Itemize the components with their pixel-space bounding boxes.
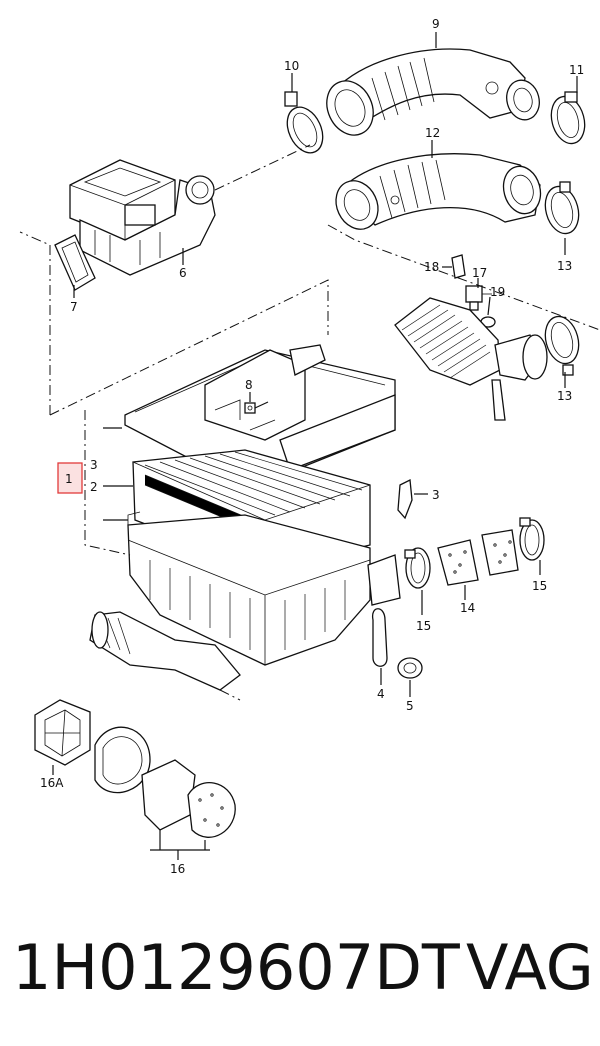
filter-housing-lower — [127, 511, 401, 666]
grommet-5 — [397, 657, 423, 679]
clamp-10 — [284, 91, 324, 154]
label-11: 11 — [569, 63, 584, 77]
brand-name: VAG — [466, 931, 594, 1004]
label-17: 17 — [472, 266, 487, 280]
clamp-11 — [550, 91, 586, 145]
intake-duct — [394, 297, 548, 421]
caption-row: 1H0129607DT VAG — [0, 918, 600, 1018]
bolt-8 — [244, 401, 269, 414]
hose-9 — [326, 48, 540, 136]
assembly-boundaries — [19, 144, 600, 701]
label-2: 2 — [90, 480, 98, 494]
label-19: 19 — [490, 285, 505, 299]
seal-4 — [372, 608, 388, 667]
valve-17-18-19 — [451, 254, 496, 328]
leader-lines — [52, 32, 578, 860]
part-16 — [94, 726, 236, 838]
label-10: 10 — [284, 59, 299, 73]
label-14: 14 — [460, 601, 475, 615]
clamp-15-right — [519, 517, 545, 561]
label-9: 9 — [432, 17, 440, 31]
clamp-13-lower — [544, 315, 580, 376]
label-12: 12 — [425, 126, 440, 140]
intake-snorkel — [89, 611, 241, 691]
label-8: 8 — [245, 378, 253, 392]
clip-3 — [397, 478, 413, 520]
label-7: 7 — [70, 300, 78, 314]
label-1: 1 — [65, 472, 73, 486]
gasket-7 — [54, 234, 96, 291]
highlight-box-part-1 — [57, 462, 83, 494]
label-4: 4 — [377, 687, 385, 701]
label-13-lower: 13 — [557, 389, 572, 403]
exploded-parts-diagram: 9 10 11 12 6 7 13 18 17 19 13 8 1 3 2 3 … — [19, 17, 600, 876]
label-18: 18 — [424, 260, 439, 274]
label-5: 5 — [406, 699, 414, 713]
label-13-upper: 13 — [557, 259, 572, 273]
label-16a: 16A — [40, 776, 64, 790]
label-3-left: 3 — [90, 458, 98, 472]
part-16a — [34, 699, 91, 766]
hose-12 — [335, 153, 542, 230]
label-15-left: 15 — [416, 619, 431, 633]
label-6: 6 — [179, 266, 187, 280]
label-15-right: 15 — [532, 579, 547, 593]
clamp-15-left — [404, 547, 431, 589]
label-16: 16 — [170, 862, 185, 876]
part-number: 1H0129607DT — [12, 931, 460, 1004]
label-3-right: 3 — [432, 488, 440, 502]
hose-14 — [437, 529, 519, 586]
clamp-13-upper — [544, 181, 580, 235]
air-mass-meter-6 — [69, 159, 216, 276]
